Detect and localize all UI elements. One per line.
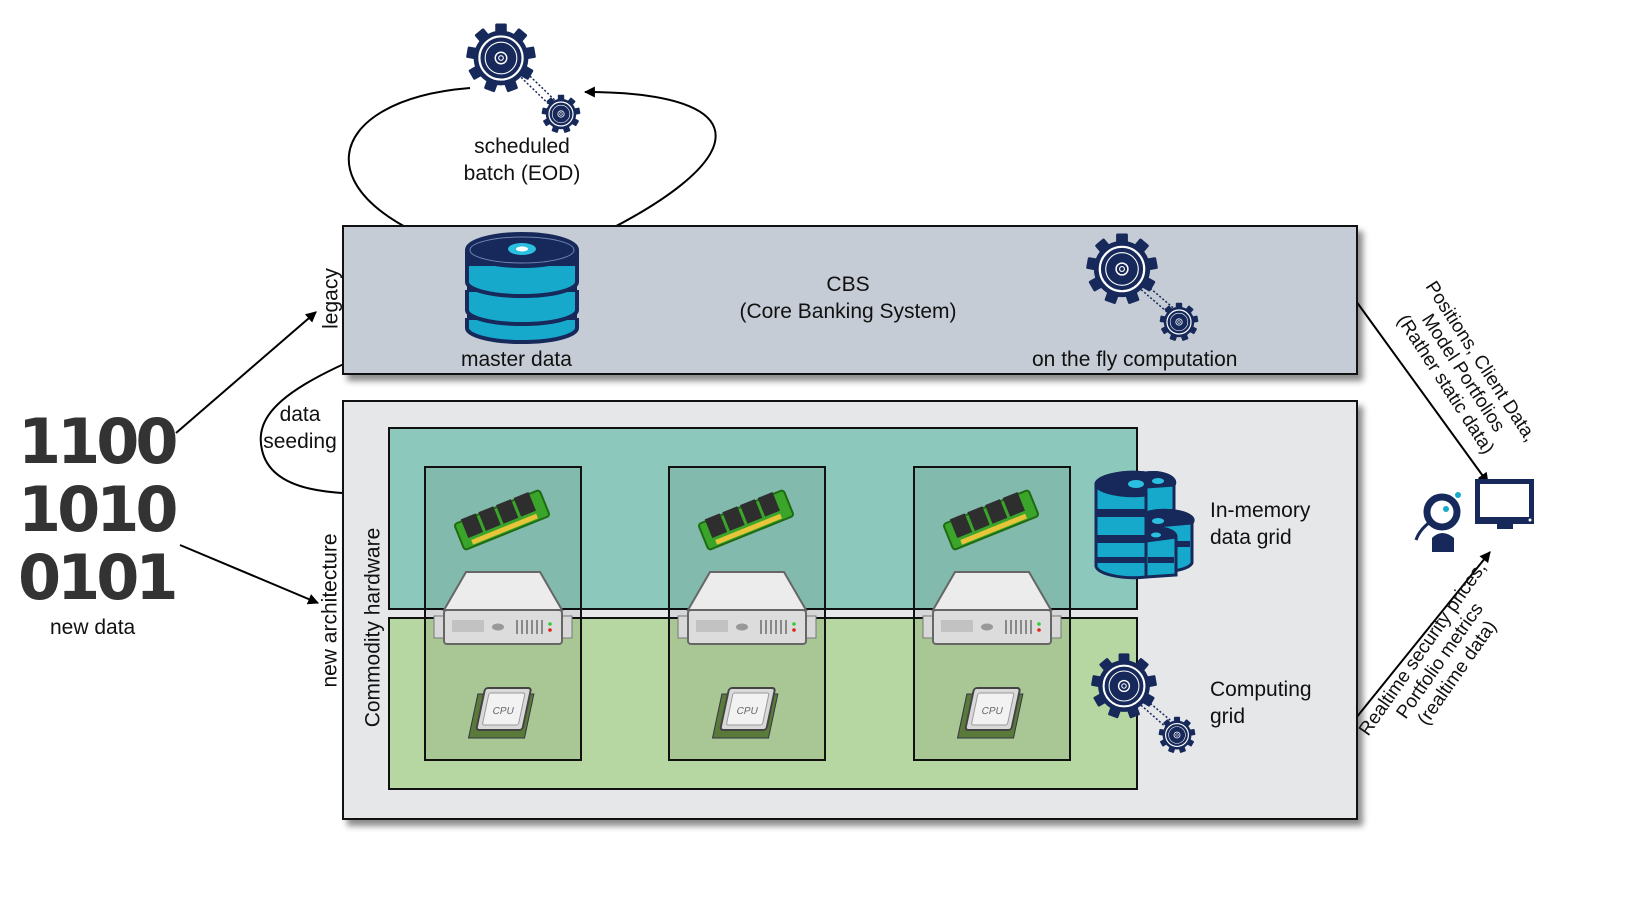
data-seeding-line1: data xyxy=(279,403,321,426)
data-seeding-line2: seeding xyxy=(263,430,337,453)
master-data-label: master data xyxy=(461,348,572,371)
scheduled-batch-line1: scheduled xyxy=(474,135,570,158)
new-data-label: new data xyxy=(50,616,136,639)
computing-grid-label: Computing grid xyxy=(1210,676,1312,730)
distributed-database-icon xyxy=(1092,465,1197,583)
server-icon xyxy=(432,570,574,646)
cbs-title-line: CBS xyxy=(826,273,870,296)
cpu-text: CPU xyxy=(980,706,1003,717)
realtime-data-arrow xyxy=(1355,551,1491,719)
data-seeding-label: data seeding xyxy=(255,401,345,455)
legacy-label: legacy xyxy=(319,268,343,329)
static-data-arrow xyxy=(1355,300,1489,484)
master-database-icon xyxy=(462,228,582,346)
server-icon xyxy=(676,570,818,646)
in-memory-line1: In-memory xyxy=(1210,499,1311,522)
on-the-fly-gears-icon xyxy=(1085,232,1205,352)
cpu-icon: CPU xyxy=(956,684,1027,740)
ram-icon xyxy=(941,489,1041,551)
computing-grid-gears-icon xyxy=(1090,652,1205,757)
cbs-subtitle-line: (Core Banking System) xyxy=(739,300,957,323)
master-to-batch-arrow xyxy=(579,86,717,245)
in-memory-grid-label: In-memory data grid xyxy=(1210,497,1310,551)
computing-grid-line2: grid xyxy=(1210,705,1246,728)
cpu-text: CPU xyxy=(735,706,758,717)
binary-line-1: 1100 xyxy=(18,405,179,478)
monitor-icon xyxy=(1474,478,1536,530)
scheduled-batch-gears-icon xyxy=(463,16,583,136)
ram-icon xyxy=(696,489,796,551)
in-memory-line2: data grid xyxy=(1210,526,1292,549)
server-icon xyxy=(921,570,1063,646)
cbs-title: CBS (Core Banking System) xyxy=(698,271,998,325)
cpu-text: CPU xyxy=(491,706,514,717)
computing-grid-line1: Computing xyxy=(1210,678,1312,701)
binary-line-3: 0101 xyxy=(18,541,179,614)
scheduled-batch-label: scheduled batch (EOD) xyxy=(442,133,602,187)
scheduled-batch-line2: batch (EOD) xyxy=(463,162,581,185)
commodity-hardware-label: Commodity hardware xyxy=(361,527,385,728)
binary-line-2: 1010 xyxy=(18,473,179,546)
cpu-icon: CPU xyxy=(711,684,782,740)
binary-data-icon: 1100 1010 0101 xyxy=(18,405,179,614)
newdata-to-legacy-arrow xyxy=(175,311,317,434)
ram-icon xyxy=(452,489,552,551)
new-architecture-label: new architecture xyxy=(318,533,342,688)
on-the-fly-label: on the fly computation xyxy=(1032,348,1238,371)
newdata-to-newarch-arrow xyxy=(179,544,320,605)
cpu-icon: CPU xyxy=(467,684,538,740)
user-icon xyxy=(1410,488,1470,552)
